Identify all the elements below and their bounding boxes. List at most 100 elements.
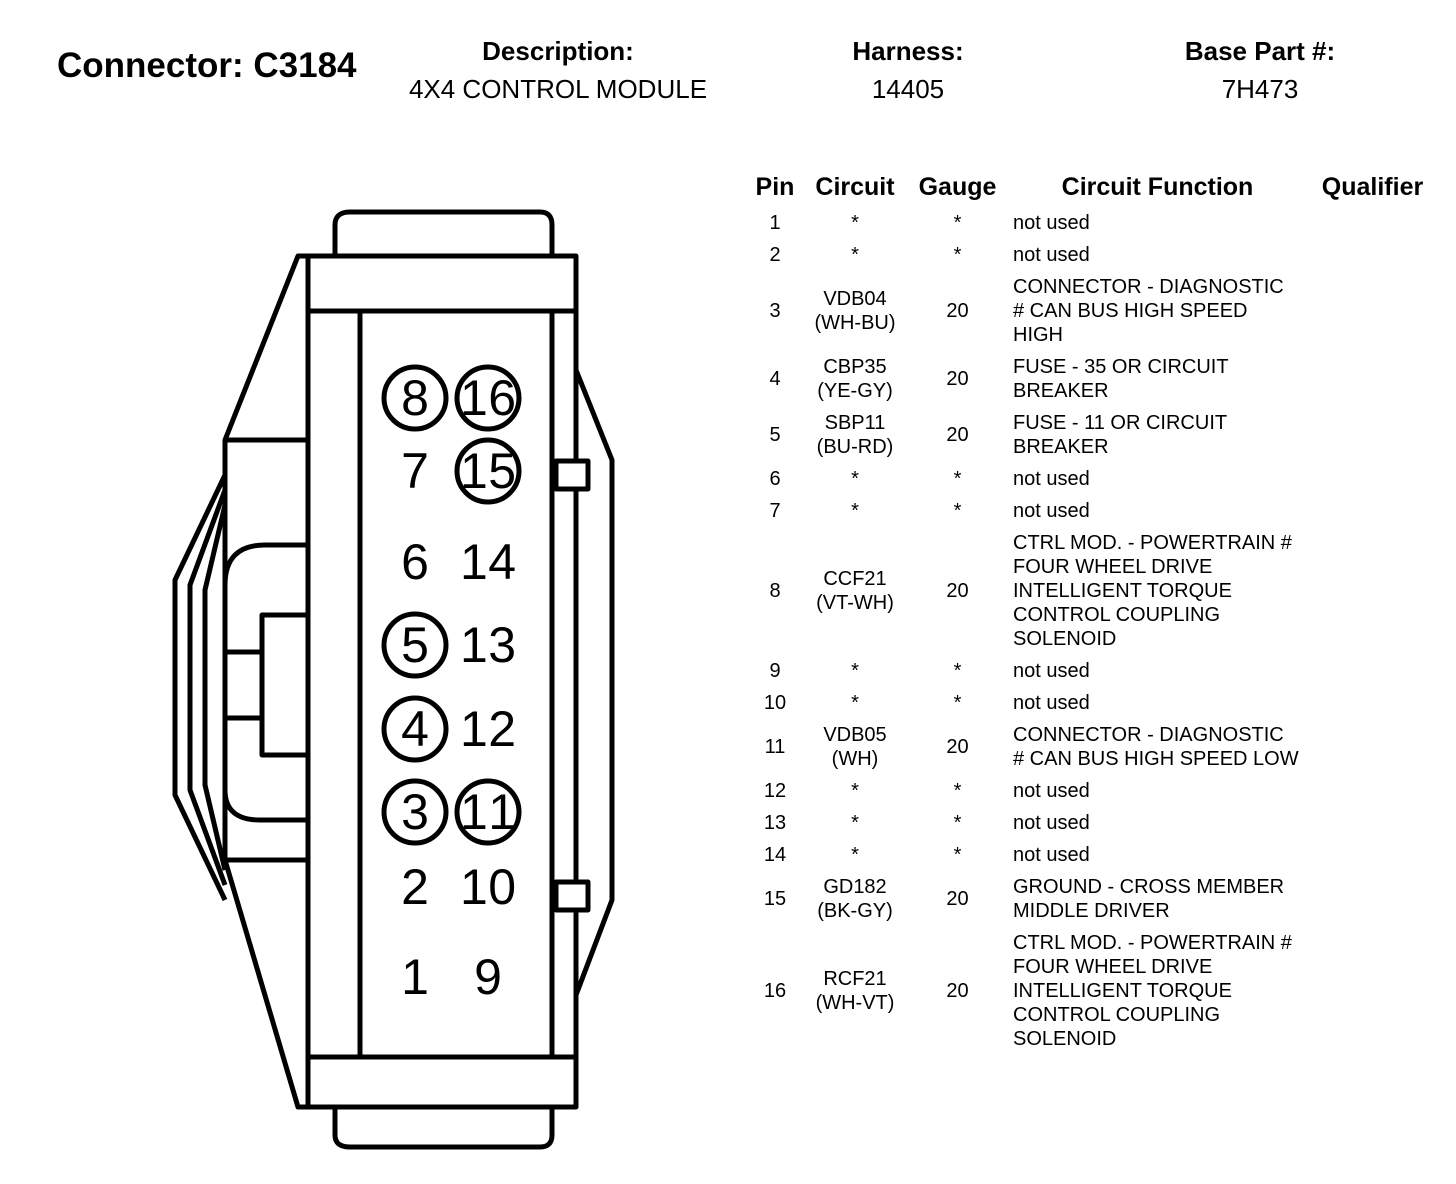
pin-cell: 4 [750, 351, 800, 407]
gauge-cell-line: 20 [946, 980, 969, 1002]
base-part-label: Base Part #: [1184, 36, 1336, 66]
gauge-cell: * [910, 839, 1005, 871]
circuit-cell: * [800, 495, 910, 527]
function-cell-line: GROUND - CROSS MEMBER [1013, 876, 1285, 898]
pin-cell: 5 [750, 407, 800, 463]
circuit-cell-line: * [851, 780, 859, 802]
pin-cell-line: 12 [763, 780, 787, 802]
gauge-cell-line: 20 [946, 300, 969, 322]
pin-cell: 14 [750, 839, 800, 871]
pin-14-label: 14 [460, 534, 516, 590]
qualifier-cell [1310, 775, 1435, 807]
function-cell-line: # CAN BUS HIGH SPEED LOW [1013, 748, 1299, 770]
gauge-cell: * [910, 463, 1005, 495]
pin-3-label: 3 [401, 784, 429, 840]
lock-tab-mid [187, 489, 228, 886]
description-block: Description: 4X4 CONTROL MODULE [380, 36, 736, 104]
function-cell-line: CTRL MOD. - POWERTRAIN # [1013, 932, 1292, 954]
circuit-cell-line: SBP11 [824, 412, 886, 434]
pin-cell-line: 1 [769, 212, 781, 234]
pin-16-circle [454, 364, 522, 432]
gauge-cell: * [910, 775, 1005, 807]
pin-cell: 7 [750, 495, 800, 527]
harness-block: Harness: 14405 [808, 36, 1008, 104]
header-circuit: Circuit [815, 173, 895, 201]
circuit-cell: VDB04(WH-BU) [800, 271, 910, 351]
pin-cell-line: 11 [764, 736, 786, 758]
pin-cell: 6 [750, 463, 800, 495]
pin-cell-line: 8 [769, 580, 781, 602]
pin-cell-line: 4 [769, 368, 781, 390]
function-cell-line: not used [1013, 212, 1090, 234]
qualifier-cell [1310, 655, 1435, 687]
circuit-cell: * [800, 775, 910, 807]
qualifier-cell [1310, 687, 1435, 719]
function-cell-line: CONNECTOR - DIAGNOSTIC [1013, 724, 1284, 746]
pin-cell-line: 16 [763, 980, 787, 1002]
circuit-cell-line: (BU-RD) [816, 436, 894, 458]
pin-15-circle [454, 437, 522, 505]
gauge-cell-line: 20 [946, 424, 969, 446]
circuit-cell-line: * [851, 844, 859, 866]
gauge-cell-line: * [953, 692, 962, 714]
table-row: 9**not used [750, 655, 1435, 687]
pin-5-circle [381, 611, 449, 679]
function-cell-line: FOUR WHEEL DRIVE [1013, 956, 1213, 978]
circuit-cell-line: (YE-GY) [817, 380, 893, 402]
circuit-cell-line: * [851, 692, 859, 714]
header-gauge: Gauge [918, 173, 997, 201]
gauge-cell: 20 [910, 271, 1005, 351]
gauge-cell-line: 20 [946, 888, 969, 910]
pin-11-circle [454, 778, 522, 846]
pin-13-label: 13 [460, 617, 516, 673]
function-cell: CONNECTOR - DIAGNOSTIC# CAN BUS HIGH SPE… [1005, 271, 1310, 351]
pin-cell: 8 [750, 527, 800, 655]
circuit-cell-line: CBP35 [823, 356, 887, 378]
circuit-cell-line: (WH-BU) [814, 312, 896, 334]
circuit-cell-line: CCF21 [823, 568, 887, 590]
pin-cell: 16 [750, 927, 800, 1055]
pin-cell-line: 13 [763, 812, 787, 834]
pin-10-label: 10 [460, 859, 516, 915]
gauge-cell-line: 20 [946, 736, 969, 758]
pin-4-circle [381, 695, 449, 763]
pin-16-label: 16 [460, 370, 516, 426]
gauge-cell: 20 [910, 351, 1005, 407]
function-cell: not used [1005, 687, 1310, 719]
function-cell: not used [1005, 807, 1310, 839]
pin-4-label: 4 [401, 701, 429, 757]
gauge-cell-line: 20 [946, 580, 969, 602]
function-cell-line: not used [1013, 660, 1090, 682]
pin-6-label: 6 [401, 534, 429, 590]
function-cell: CONNECTOR - DIAGNOSTIC# CAN BUS HIGH SPE… [1005, 719, 1310, 775]
gauge-cell: 20 [910, 719, 1005, 775]
gauge-cell-line: * [953, 212, 962, 234]
pin-cell: 3 [750, 271, 800, 351]
circuit-cell-line: (WH-VT) [815, 992, 895, 1014]
function-cell: not used [1005, 655, 1310, 687]
pin-cell-line: 10 [763, 692, 787, 714]
circuit-cell: RCF21(WH-VT) [800, 927, 910, 1055]
gauge-cell-line: * [953, 812, 962, 834]
table-row: 3 VDB04(WH-BU) 20 CONNECTOR - DIAGNOSTIC# C… [750, 271, 1435, 351]
circuit-cell: CBP35(YE-GY) [800, 351, 910, 407]
circuit-cell: CCF21(VT-WH) [800, 527, 910, 655]
connector-right-housing [573, 369, 615, 996]
function-cell-line: not used [1013, 692, 1090, 714]
connector-title: Connector: C3184 [57, 46, 357, 85]
function-cell: CTRL MOD. - POWERTRAIN #FOUR WHEEL DRIVE… [1005, 927, 1310, 1055]
connector-main-body [305, 311, 579, 1057]
function-cell: not used [1005, 839, 1310, 871]
header-circuit-function: Circuit Function [1061, 173, 1254, 201]
circuit-cell-line: * [851, 468, 859, 490]
gauge-cell-line: * [953, 244, 962, 266]
function-cell-line: CONNECTOR - DIAGNOSTIC [1013, 276, 1284, 298]
pin-cell-line: 3 [769, 300, 781, 322]
circuit-cell-line: (VT-WH) [816, 592, 894, 614]
lock-tab-inner [202, 504, 228, 871]
